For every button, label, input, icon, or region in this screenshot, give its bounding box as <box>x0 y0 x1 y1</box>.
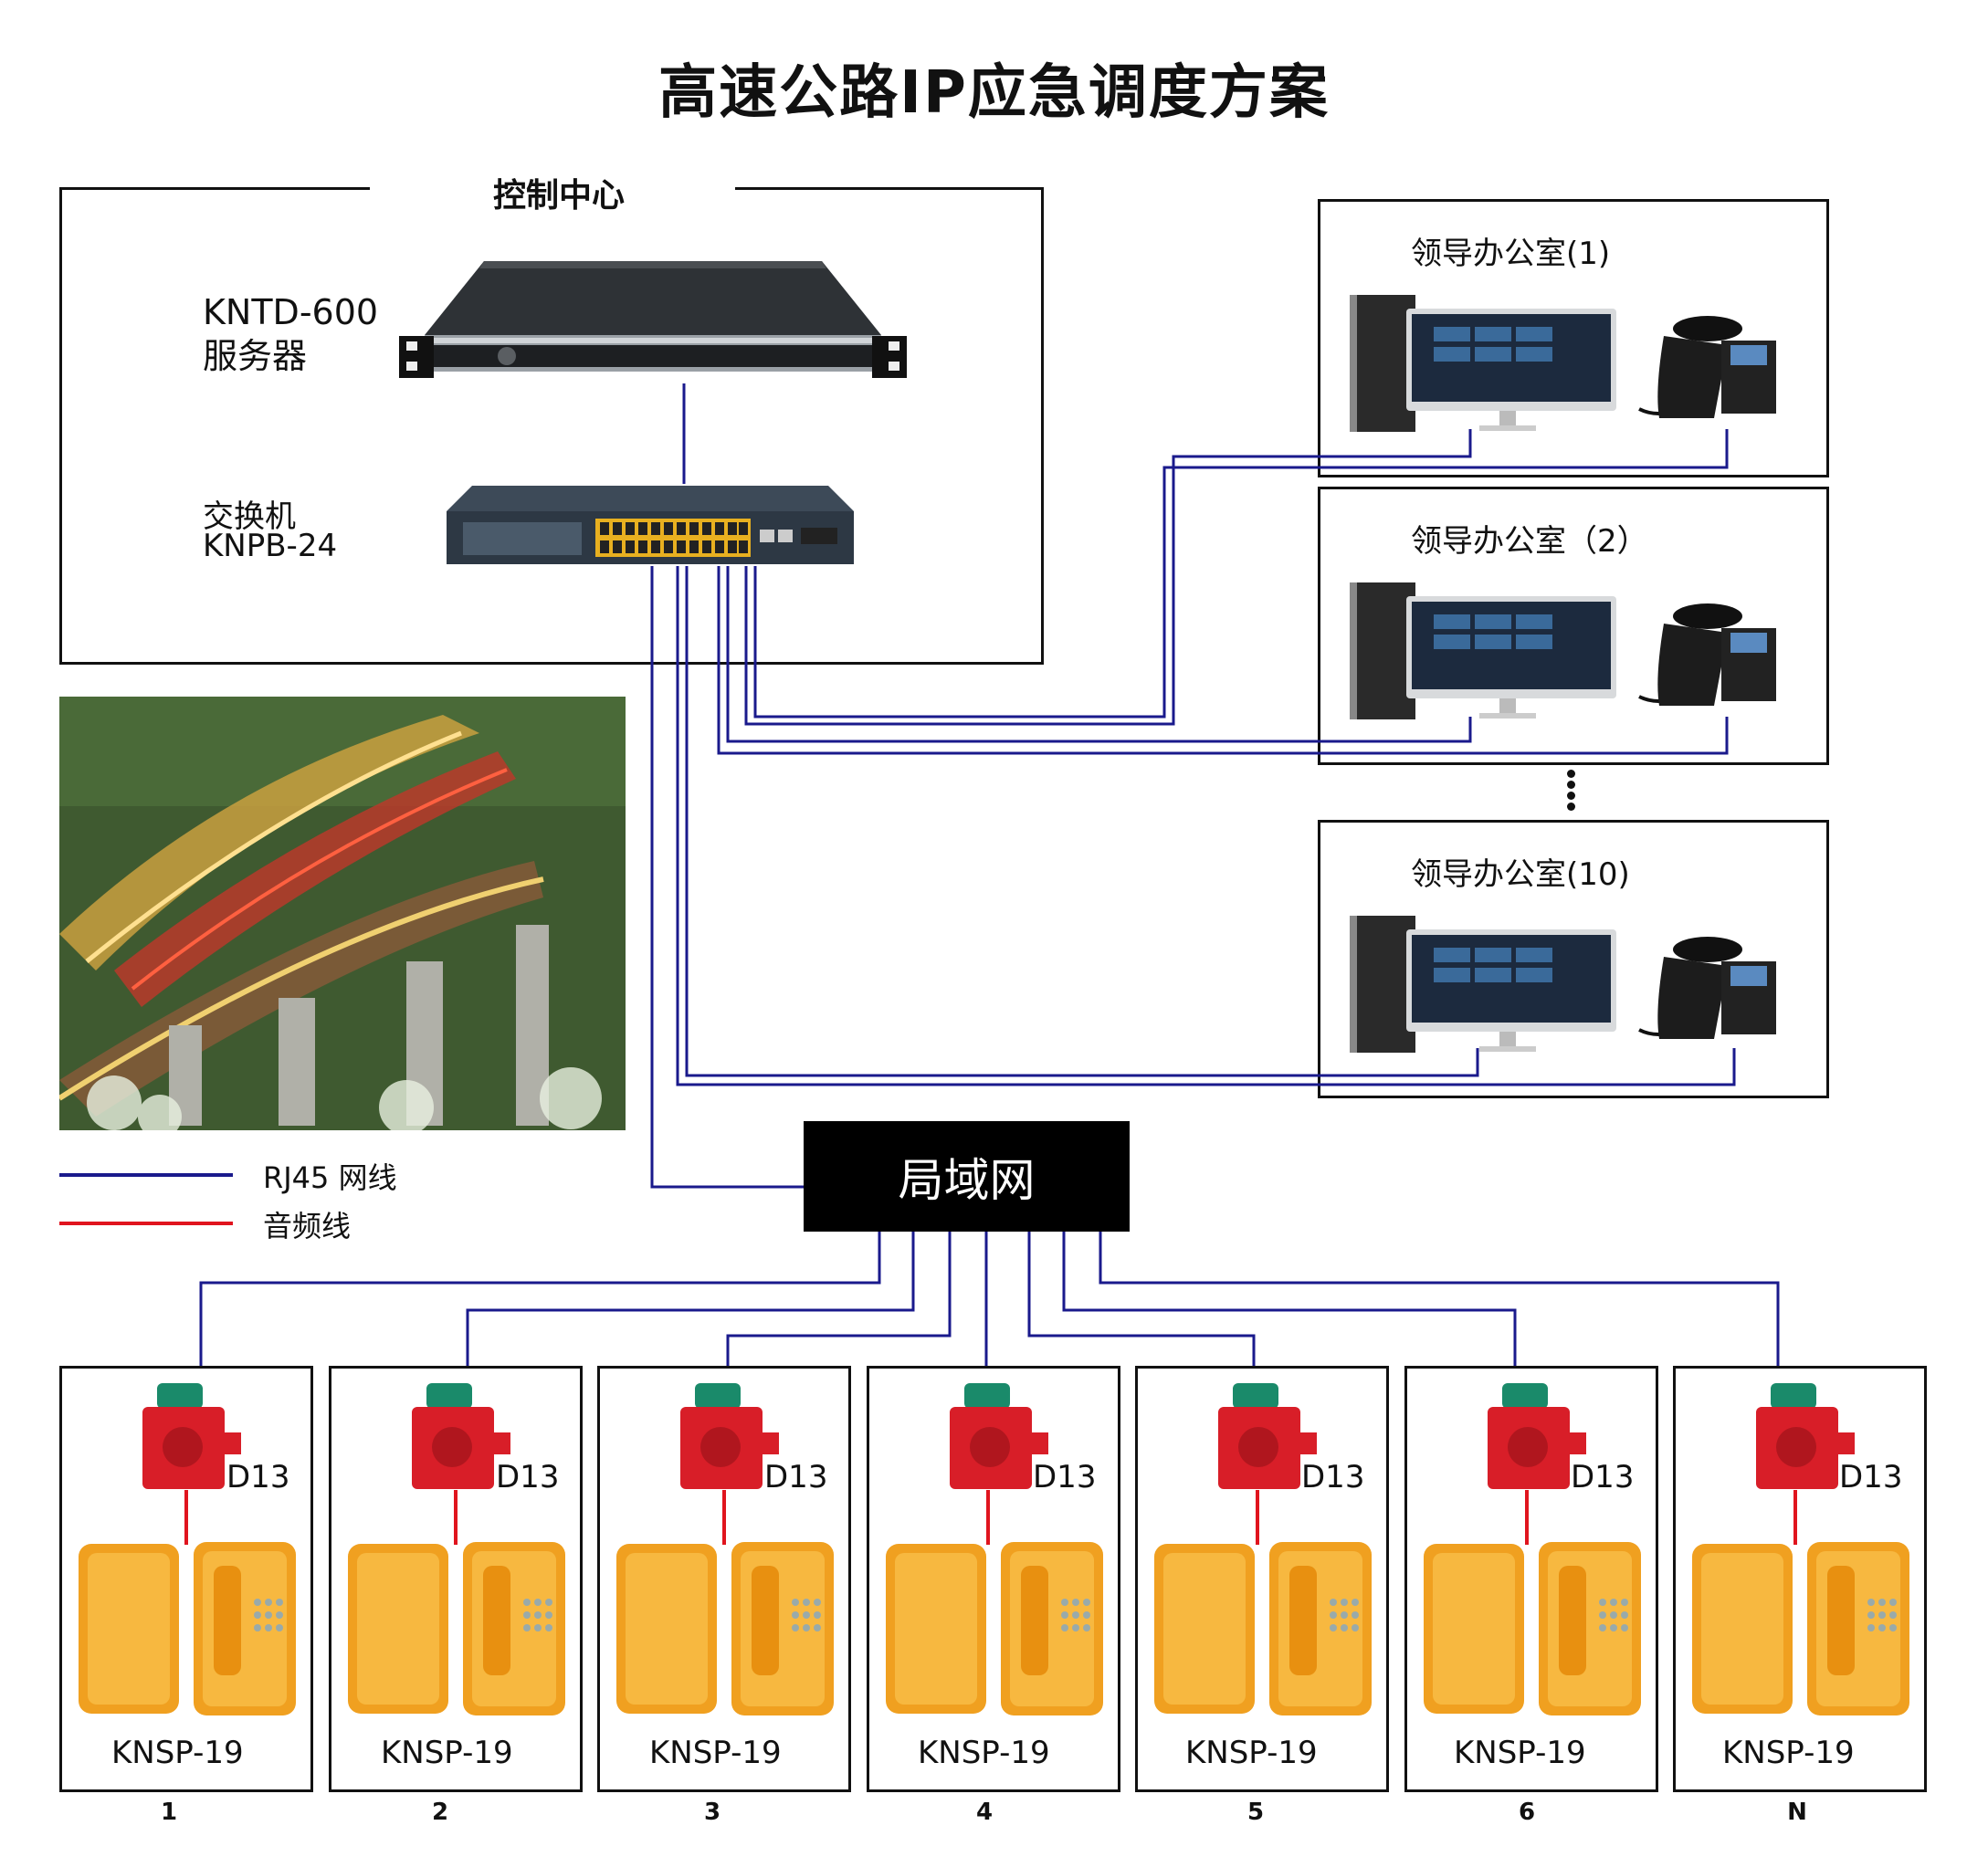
legend-rj45-line <box>59 1173 233 1177</box>
extension-4-number: 4 <box>975 1799 994 1826</box>
office-10-equipment <box>1350 916 1776 1053</box>
extension-n-audio-wire <box>1793 1490 1797 1545</box>
server-model-label: KNTD-600 <box>203 292 379 332</box>
extension-6-frame <box>1404 1366 1658 1792</box>
switch-device <box>447 486 854 564</box>
extension-n-alarm-label: D13 <box>1839 1459 1903 1495</box>
extension-4-alarm-label: D13 <box>1033 1459 1097 1495</box>
extension-4-audio-wire <box>986 1490 990 1545</box>
extension-3-audio-wire <box>722 1490 726 1545</box>
extension-5-audio-wire <box>1256 1490 1259 1545</box>
extension-2-frame <box>329 1366 583 1792</box>
extension-2-model-label: KNSP-19 <box>381 1735 513 1771</box>
extension-4-phone-icon <box>886 1542 1103 1715</box>
extension-n-model-label: KNSP-19 <box>1722 1735 1855 1771</box>
lan-box: 局域网 <box>804 1121 1130 1232</box>
server-device <box>399 261 907 378</box>
extension-1-phone-icon <box>79 1542 296 1715</box>
extension-3-alarm-icon <box>680 1383 779 1489</box>
extension-4-alarm-icon <box>950 1383 1048 1489</box>
office-1-label: 领导办公室(1) <box>1411 236 1611 272</box>
extension-3-model-label: KNSP-19 <box>649 1735 782 1771</box>
switch-model-label: KNPB-24 <box>203 528 338 564</box>
extension-3-phone-icon <box>616 1542 834 1715</box>
office-10-label: 领导办公室(10) <box>1411 856 1630 893</box>
ellipsis-dots <box>1567 770 1576 813</box>
switch-name-label: 交换机 <box>203 498 296 535</box>
office-2-equipment <box>1350 582 1776 719</box>
extension-1-model-label: KNSP-19 <box>111 1735 244 1771</box>
diagram-title: 高速公路IP应急调度方案 <box>658 59 1330 127</box>
extension-1-audio-wire <box>184 1490 188 1545</box>
extension-1-alarm-label: D13 <box>226 1459 290 1495</box>
legend-audio-label: 音频线 <box>263 1209 352 1243</box>
extension-6-audio-wire <box>1525 1490 1529 1545</box>
extension-2-number: 2 <box>431 1799 449 1826</box>
extension-1-alarm-icon <box>142 1383 241 1489</box>
extension-n-frame <box>1673 1366 1927 1792</box>
extension-5-alarm-icon <box>1218 1383 1317 1489</box>
legend-rj45-label: RJ45 网线 <box>263 1160 397 1195</box>
extension-2-phone-icon <box>348 1542 565 1715</box>
extension-2-alarm-icon <box>412 1383 510 1489</box>
extension-6-number: 6 <box>1518 1799 1536 1826</box>
legend-audio-line <box>59 1222 233 1225</box>
extension-6-alarm-label: D13 <box>1571 1459 1635 1495</box>
extension-n-number: N <box>1787 1799 1807 1826</box>
extension-1-number: 1 <box>160 1799 178 1826</box>
extension-6-alarm-icon <box>1488 1383 1586 1489</box>
extension-6-phone-icon <box>1424 1542 1641 1715</box>
office-2-label: 领导办公室（2） <box>1411 523 1648 560</box>
extension-3-number: 3 <box>703 1799 721 1826</box>
extension-4-frame <box>867 1366 1120 1792</box>
extension-n-alarm-icon <box>1756 1383 1855 1489</box>
extension-5-alarm-label: D13 <box>1301 1459 1365 1495</box>
extension-5-model-label: KNSP-19 <box>1185 1735 1318 1771</box>
extension-5-number: 5 <box>1246 1799 1265 1826</box>
extension-5-frame <box>1135 1366 1389 1792</box>
office-1-equipment <box>1350 295 1776 432</box>
extension-1-frame <box>59 1366 313 1792</box>
extension-n-phone-icon <box>1692 1542 1909 1715</box>
extension-2-audio-wire <box>454 1490 458 1545</box>
highway-photo <box>59 697 626 1130</box>
extension-2-alarm-label: D13 <box>496 1459 560 1495</box>
control-center-label-bg <box>370 169 735 205</box>
extension-3-frame <box>597 1366 851 1792</box>
server-name-label: 服务器 <box>203 336 308 376</box>
extension-3-alarm-label: D13 <box>764 1459 828 1495</box>
control-center-label: 控制中心 <box>493 177 626 215</box>
extension-4-model-label: KNSP-19 <box>918 1735 1050 1771</box>
extension-5-phone-icon <box>1154 1542 1372 1715</box>
extension-6-model-label: KNSP-19 <box>1454 1735 1586 1771</box>
